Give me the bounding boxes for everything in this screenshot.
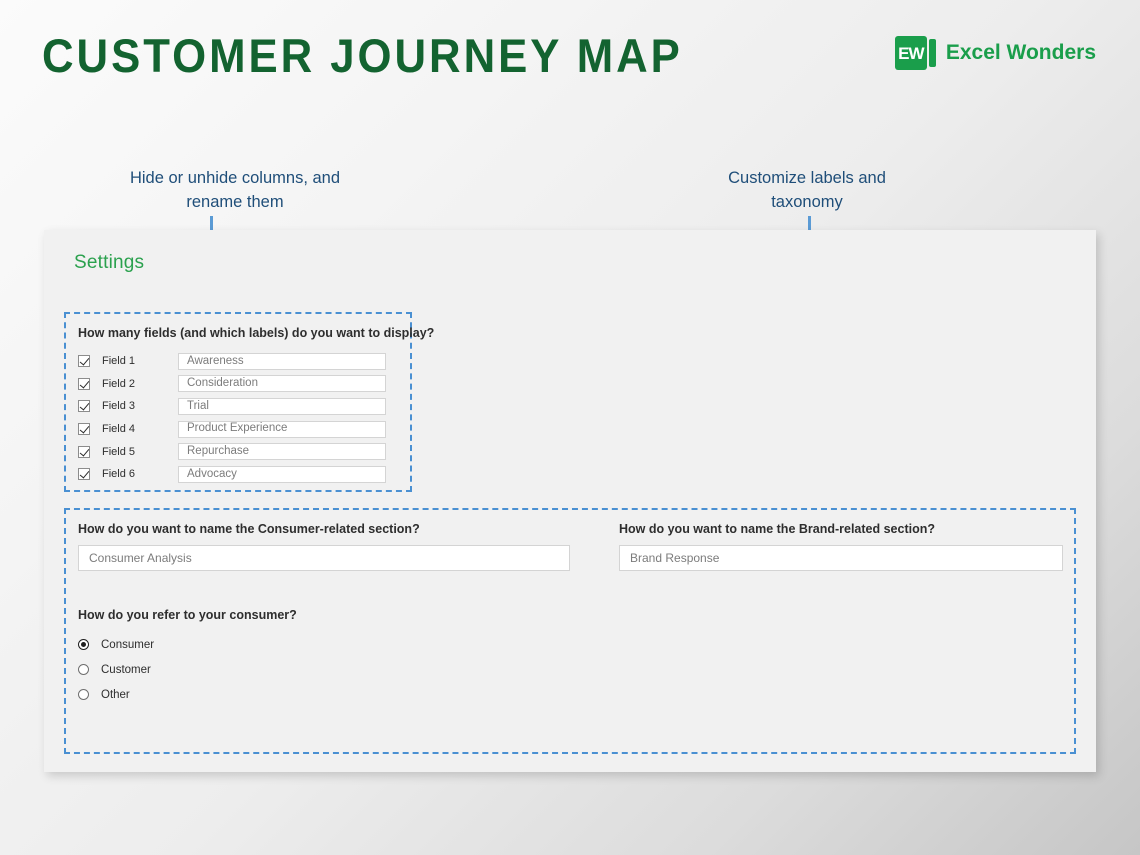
field-name-input-6[interactable]: Advocacy (178, 465, 386, 483)
refer-radio-group: Consumer Customer Other (78, 632, 154, 707)
radio-label-consumer: Consumer (101, 638, 155, 651)
brand-section-column: How do you want to name the Brand-relate… (619, 522, 1063, 571)
field-checkbox-6[interactable] (78, 468, 90, 481)
fields-question: How many fields (and which labels) do yo… (78, 326, 435, 340)
field-label-5: Field 5 (102, 445, 136, 458)
field-row: Field 1 Awareness (78, 350, 400, 373)
field-checkbox-3[interactable] (78, 400, 90, 413)
radio-label-other: Other (101, 688, 130, 701)
fields-group: How many fields (and which labels) do yo… (64, 312, 434, 492)
brand-section-input[interactable]: Brand Response (619, 545, 1063, 571)
radio-customer[interactable] (78, 664, 89, 675)
annotation-right-text: Customize labels and taxonomy (728, 169, 886, 211)
radio-other[interactable] (78, 689, 89, 700)
field-name-input-2[interactable]: Consideration (178, 375, 386, 393)
refer-question: How do you refer to your consumer? (78, 608, 297, 622)
field-name-input-3[interactable]: Trial (178, 397, 386, 415)
field-checkbox-4[interactable] (78, 423, 90, 436)
field-label-2: Field 2 (102, 377, 136, 390)
annotation-left-text: Hide or unhide columns, and rename them (129, 169, 341, 211)
page-header: CUSTOMER JOURNEY MAP EW Excel Wonders (0, 0, 1140, 110)
field-label-6: Field 6 (102, 468, 136, 481)
field-name-input-5[interactable]: Repurchase (178, 443, 386, 461)
consumer-section-input[interactable]: Consumer Analysis (78, 545, 570, 571)
field-label-4: Field 4 (102, 423, 136, 436)
settings-heading: Settings (74, 252, 145, 273)
consumer-section-question: How do you want to name the Consumer-rel… (78, 522, 420, 536)
field-row: Field 5 Repurchase (78, 440, 400, 463)
field-row: Field 2 Consideration (78, 373, 400, 396)
page-title: CUSTOMER JOURNEY MAP (42, 29, 683, 82)
field-rows: Field 1 Awareness Field 2 Consideration … (78, 350, 400, 486)
field-checkbox-5[interactable] (78, 445, 90, 458)
field-name-input-4[interactable]: Product Experience (178, 420, 386, 438)
brand-name: Excel Wonders (945, 41, 1096, 64)
brand-logo: EW Excel Wonders (894, 36, 1096, 70)
settings-card: Settings How many fields (and which labe… (44, 230, 1096, 772)
field-row: Field 4 Product Experience (78, 418, 400, 441)
consumer-section-column: How do you want to name the Consumer-rel… (78, 522, 570, 571)
logo-square: EW (894, 36, 927, 70)
field-label-1: Field 1 (102, 355, 136, 368)
naming-group: How do you want to name the Consumer-rel… (64, 508, 1076, 754)
radio-row-other[interactable]: Other (78, 682, 154, 707)
field-name-input-1[interactable]: Awareness (178, 352, 386, 370)
field-checkbox-1[interactable] (78, 355, 90, 368)
logo-bar (928, 39, 936, 67)
logo-initials: EW (898, 43, 924, 63)
radio-label-customer: Customer (101, 663, 151, 676)
excel-wonders-icon: EW (894, 36, 937, 70)
field-row: Field 3 Trial (78, 395, 400, 418)
field-label-3: Field 3 (102, 400, 136, 413)
radio-consumer[interactable] (78, 639, 89, 650)
brand-section-question: How do you want to name the Brand-relate… (619, 522, 936, 536)
field-checkbox-2[interactable] (78, 377, 90, 390)
field-row: Field 6 Advocacy (78, 463, 400, 486)
radio-row-customer[interactable]: Customer (78, 657, 154, 682)
radio-row-consumer[interactable]: Consumer (78, 632, 154, 657)
